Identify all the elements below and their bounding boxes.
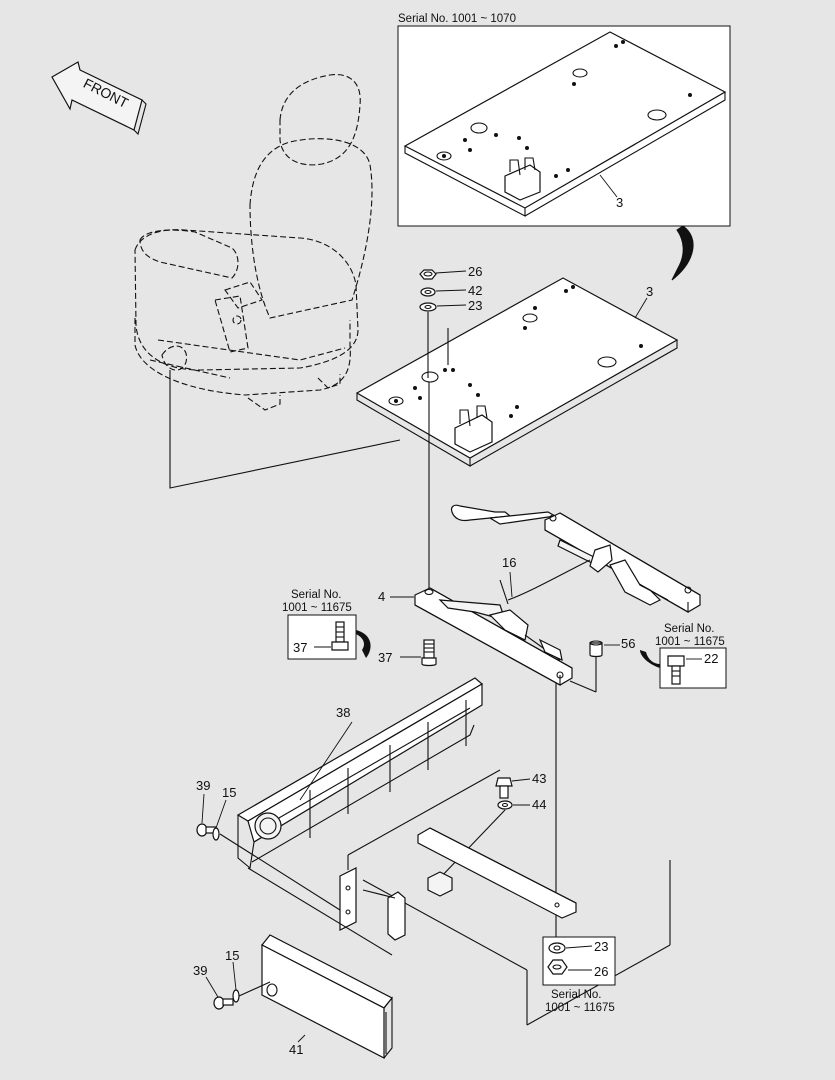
serial-left-line1: Serial No. [291,589,342,601]
bolt-37 [400,639,437,667]
seat-reference-line [169,370,401,489]
callout-4-rail: 4 [378,589,385,604]
serial-box-left: Serial No. 1001 ~ 11675 37 [282,589,371,660]
lower-floor-frame [247,769,671,1026]
seat-slide-rail-left [414,559,591,686]
callout-39-upper: 39 [196,778,210,793]
inset-serial-caption: Serial No. 1001 ~ 1070 [398,13,516,25]
serial-left-line2: 1001 ~ 11675 [282,602,352,614]
callout-56-bolt: 56 [621,636,635,651]
callout-16-wire: 16 [502,555,516,570]
serial-right-part-22: 22 [704,651,718,666]
callout-41-cover: 41 [289,1042,303,1057]
callout-39-lower: 39 [193,963,207,978]
callout-15-upper: 15 [222,785,236,800]
callout-43-bolt: 43 [532,771,546,786]
upper-screw-washer [196,793,341,911]
serial-left-part-37: 37 [293,640,307,655]
serial-right-line2: 1001 ~ 11675 [655,636,725,648]
seat-mounting-plate [355,277,679,467]
operator-seat-outline [134,74,373,411]
inset-part-3-label: 3 [616,195,623,210]
callout-26-bottom: 26 [594,964,608,979]
serial-box-right: Serial No. 1001 ~ 11675 22 [640,623,727,689]
callout-23-bottom: 23 [594,939,608,954]
callout-42-top: 42 [468,283,482,298]
callout-37-left: 37 [378,650,392,665]
serial-right-line1: Serial No. [664,623,715,635]
callout-44-washer: 44 [532,797,546,812]
bolt-56 [569,640,620,693]
main-plate-part-label: 3 [646,284,653,299]
seat-slide-rail-right [450,504,701,613]
callout-38-panel: 38 [336,705,350,720]
callout-15-lower: 15 [225,948,239,963]
lower-screw-washer [205,961,271,1010]
bolt-43-washer-44 [437,777,531,881]
inset-connector-arrow [671,225,694,281]
serial-box-bottom: 23 26 Serial No. 1001 ~ 11675 [542,936,616,1014]
serial-bottom-line2: 1001 ~ 11675 [545,1002,615,1014]
callout-23-top: 23 [468,298,482,313]
callout-26-top: 26 [468,264,482,279]
lower-cover-41 [261,934,393,1059]
rear-cover-panel-38 [236,677,484,870]
front-direction-arrow: FRONT [51,61,147,136]
top-hardware-stack [419,269,467,378]
serial-bottom-line1: Serial No. [551,989,602,1001]
inset-serial-1001-1070: Serial No. 1001 ~ 1070 3 [397,13,731,227]
